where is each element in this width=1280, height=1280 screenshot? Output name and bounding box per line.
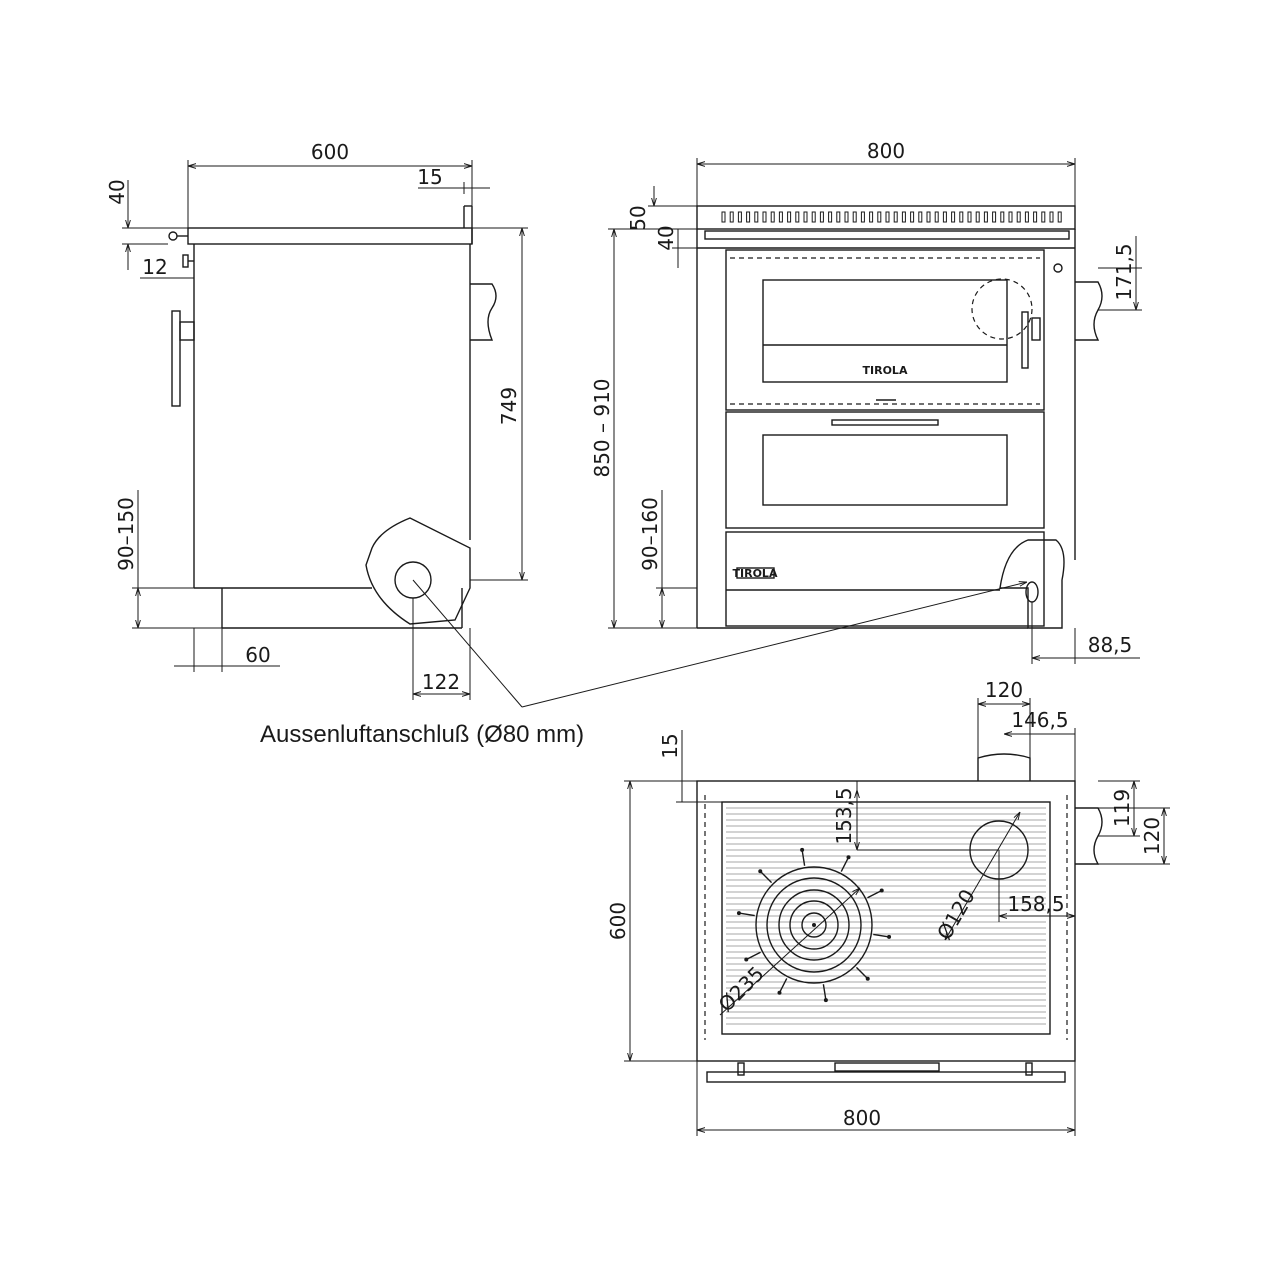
top-outline — [696, 780, 1076, 1062]
top-cooking-plate — [721, 801, 1051, 1035]
side-outlet-offset-label: 122 — [422, 670, 460, 694]
front-flue-pipe — [1075, 281, 1103, 341]
side-foot-offset-label: 60 — [245, 643, 270, 667]
front-oven-door — [725, 249, 1045, 411]
top-hotplate-y-label: 153,5 — [832, 787, 856, 844]
top-rear-flue-pipe — [977, 753, 1031, 781]
top-side-flue-b-label: 120 — [1140, 817, 1164, 855]
front-lower-oven-window — [762, 434, 1008, 506]
side-leg-range-label: 90–150 — [114, 497, 138, 571]
side-top-lip-label: 15 — [417, 165, 442, 189]
front-total-height-label: 850 – 910 — [590, 378, 614, 477]
top-flue-offset-label: 146,5 — [1011, 708, 1068, 732]
side-flue-pipe — [470, 283, 497, 341]
side-handle-offset-label: 12 — [142, 255, 167, 279]
side-width-label: 600 — [311, 140, 349, 164]
side-top-plate — [187, 227, 473, 245]
front-oven-window — [762, 279, 1008, 383]
top-flue-width-label: 120 — [985, 678, 1023, 702]
front-view: TIROLA TIROLA 800 50 40 850 — [590, 139, 1142, 664]
front-outlet-offset-label: 88,5 — [1088, 633, 1133, 657]
side-view: 600 15 40 12 749 90–150 60 122 — [105, 140, 528, 700]
annotation-leader-left — [412, 579, 523, 708]
top-margin-label: 15 — [658, 733, 682, 758]
top-width-label: 800 — [843, 1106, 881, 1130]
annotation-leader-right — [521, 582, 1027, 708]
front-oven-brand: TIROLA — [863, 364, 908, 377]
front-flue-height-label: 171,5 — [1112, 243, 1136, 300]
front-top-height-label: 40 — [654, 225, 678, 250]
front-vent-slots — [721, 211, 1062, 223]
top-depth-label: 600 — [606, 902, 630, 940]
top-flue-x-label: 158,5 — [1007, 892, 1064, 916]
side-knob-icon — [168, 231, 178, 241]
top-front-rail — [706, 1071, 1066, 1083]
side-air-outlet-housing — [365, 517, 471, 625]
side-top-height-label: 40 — [105, 179, 129, 204]
front-drawer-brand: TIROLA — [733, 567, 778, 580]
front-leg-range-label: 90–160 — [638, 497, 662, 571]
top-front-handle — [834, 1062, 940, 1072]
top-flue-diameter-label: Ø120 — [932, 885, 980, 944]
top-hotplate — [719, 847, 892, 1016]
top-plate-ribs — [726, 807, 1046, 1025]
front-air-outlet-housing — [999, 539, 1065, 629]
front-flue-outline — [971, 278, 1033, 340]
air-inlet-annotation: Aussenluftanschluß (Ø80 mm) — [260, 721, 584, 748]
side-height-label: 749 — [497, 387, 521, 425]
top-side-flue-pipe — [1075, 807, 1103, 865]
front-lower-oven-handle — [831, 419, 939, 426]
top-view: 120 146,5 15 600 153,5 119 120 158,5 Ø12… — [606, 678, 1170, 1136]
front-vent-panel — [696, 205, 1076, 230]
side-door-handle — [171, 310, 181, 407]
front-drawer — [725, 531, 1045, 627]
front-vent-height-label: 50 — [626, 205, 650, 230]
front-width-label: 800 — [867, 139, 905, 163]
front-lower-oven — [725, 411, 1045, 529]
front-door-handle — [1021, 311, 1029, 369]
